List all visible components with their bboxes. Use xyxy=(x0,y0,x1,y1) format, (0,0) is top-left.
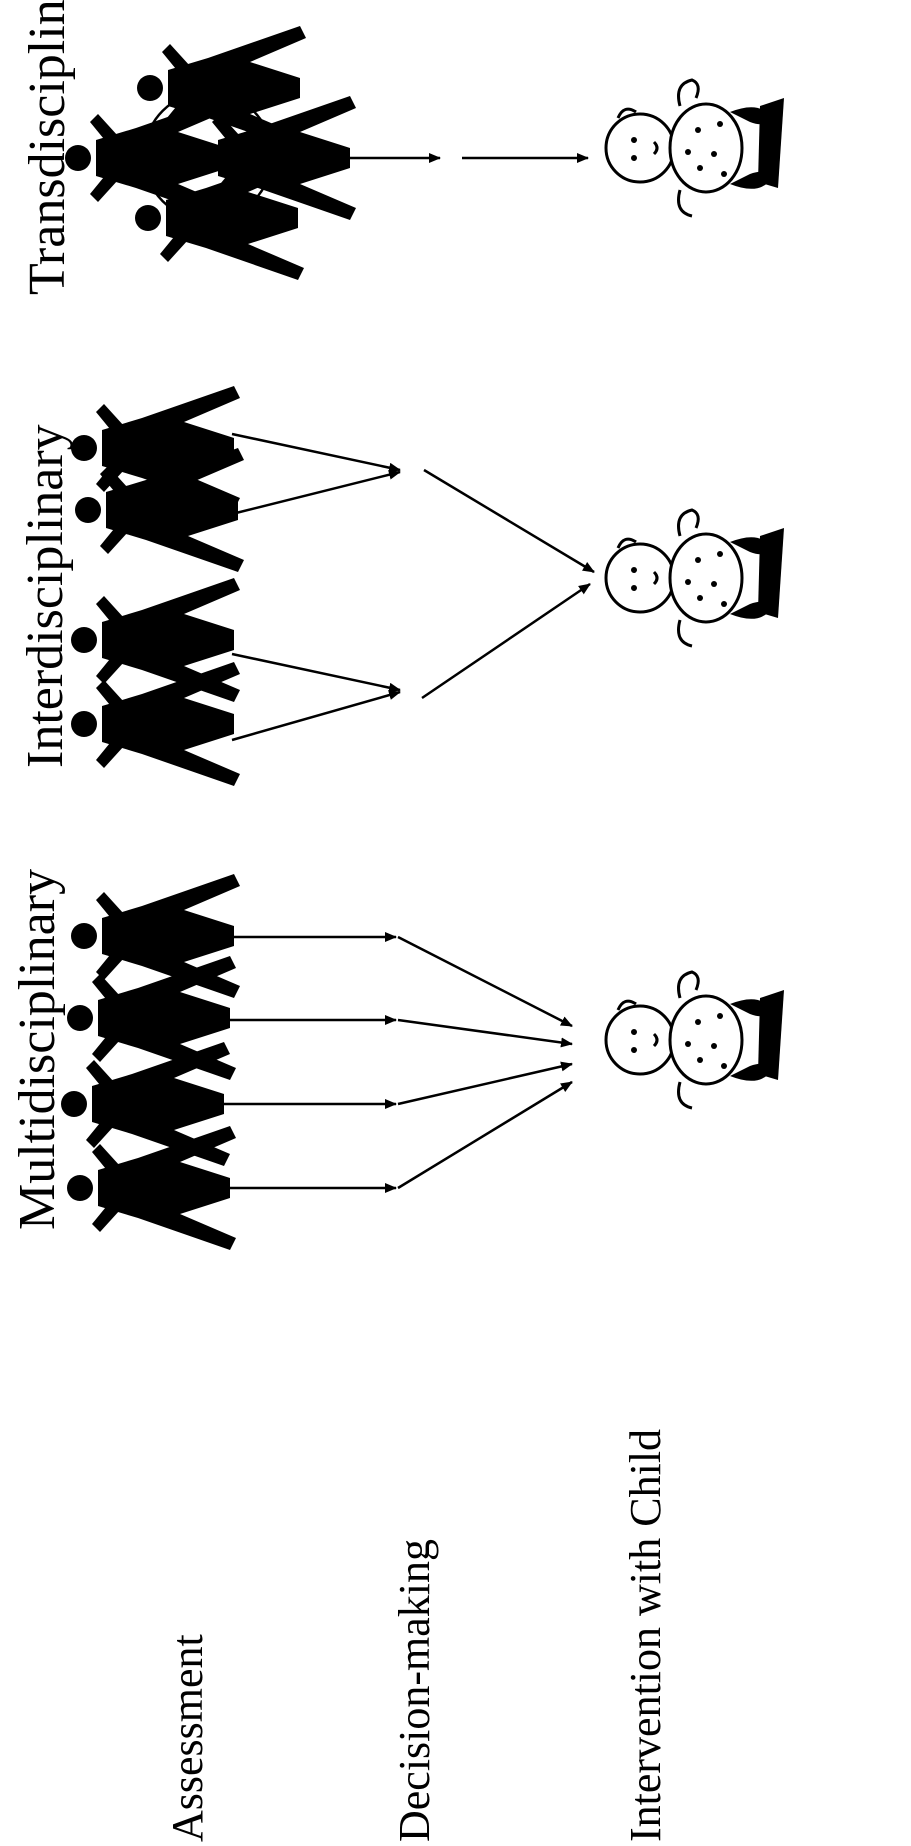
child-icon xyxy=(606,972,784,1108)
multidisciplinary-arrows xyxy=(222,937,572,1188)
interdisciplinary-arrows xyxy=(232,434,594,740)
interdisciplinary-team xyxy=(71,386,244,786)
transdisciplinary-team xyxy=(65,26,356,280)
multidisciplinary-team xyxy=(61,874,240,1250)
team-member-icon xyxy=(71,578,240,702)
child-icon xyxy=(606,80,784,216)
child-icon xyxy=(606,510,784,646)
